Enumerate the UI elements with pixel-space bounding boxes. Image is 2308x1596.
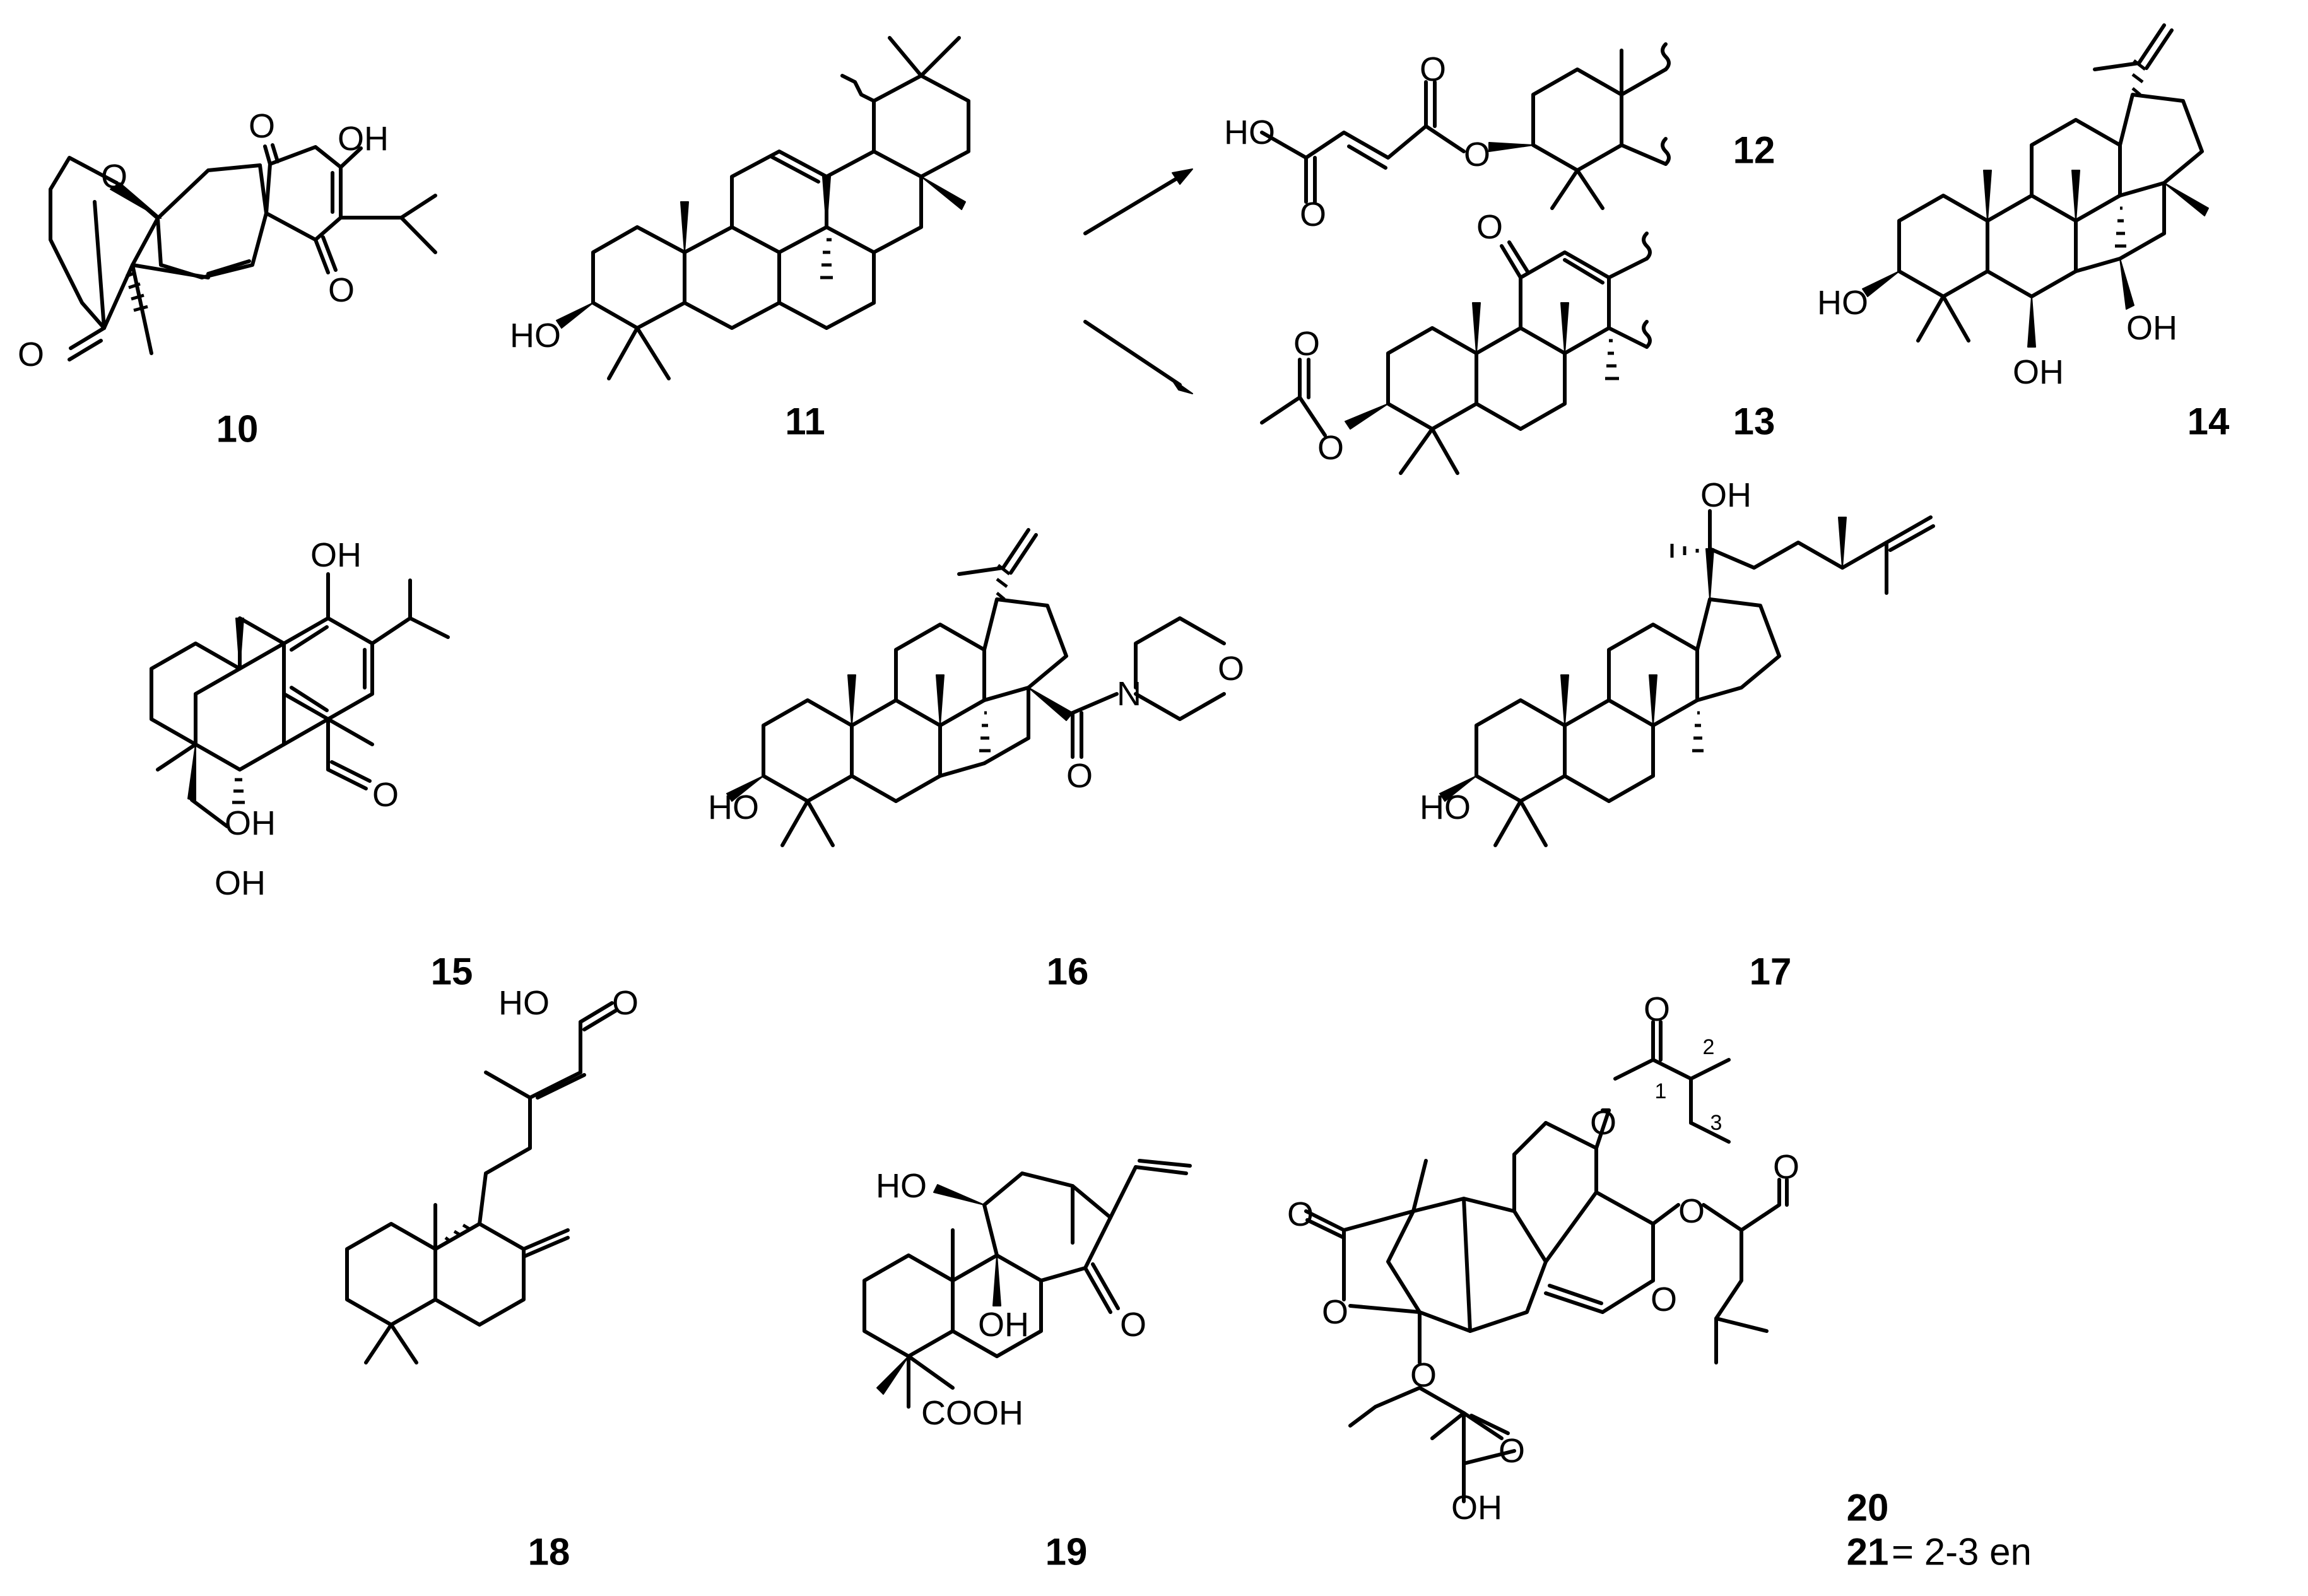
structure-15: OH O OH OH 15 [150,536,473,993]
atom-O: O [1293,325,1320,363]
compound-label-21: 21 [1847,1531,1889,1573]
compound-label-15: 15 [431,951,473,993]
atom-O: O [1476,208,1503,246]
structure-10: O O OH O O 10 [18,107,437,450]
atom-O: O [612,984,639,1022]
atom-OH: OH [225,804,276,842]
atom-OH: OH [310,536,362,574]
compound-label-19: 19 [1045,1531,1088,1573]
atom-N: N [1117,675,1141,713]
compound-label-18: 18 [528,1531,570,1573]
atom-O: O [1651,1281,1677,1318]
structure-16: HO O N O 16 [708,528,1244,993]
atom-OH: OH [215,864,266,902]
compound-label-17: 17 [1750,951,1792,993]
atom-O: O [1120,1306,1146,1344]
compound-label-14: 14 [2187,401,2230,443]
structure-12: HO O O O 12 [1224,42,1775,233]
atom-O: O [1678,1192,1705,1230]
atom-OH: OH [1451,1489,1502,1527]
atom-O: O [1420,50,1446,88]
structure-20: O O O O O O O O O OH 1 2 3 20 21 = 2-3 e… [1287,990,2032,1573]
atom-O: O [1322,1293,1348,1331]
locant-1: 1 [1655,1079,1667,1103]
atom-O: O [1410,1356,1437,1394]
atom-OH: OH [2126,309,2177,347]
atom-OH: OH [2013,353,2064,391]
locant-2: 2 [1703,1035,1715,1059]
structure-11: HO 11 [510,36,970,443]
atom-O: O [1464,136,1490,173]
structure-13: O O O 13 [1260,208,1775,475]
reaction-arrows [1083,168,1193,394]
atom-O: O [1066,757,1093,795]
structure-14: HO OH OH 14 [1817,23,2230,443]
atom-O: O [328,271,355,309]
atom-O: O [1287,1195,1314,1233]
atom-O: O [1498,1432,1525,1470]
atom-O: O [1590,1104,1616,1142]
atom-OH: OH [338,120,389,158]
structure-17: OH HO 17 [1420,476,1935,993]
locant-3: 3 [1710,1111,1722,1135]
atom-O: O [1773,1148,1799,1186]
atom-HO: HO [510,317,561,355]
atom-OH: OH [1700,476,1752,514]
atom-O: O [249,107,275,145]
compound-21-note: = 2-3 en [1892,1531,2032,1573]
atom-O: O [372,776,399,814]
compound-label-20: 20 [1847,1487,1889,1529]
structure-19: HO OH O COOH 19 [863,1159,1192,1573]
atom-O: O [1644,990,1670,1028]
atom-HO: HO [1817,284,1868,322]
atom-COOH: COOH [921,1394,1023,1432]
atom-O: O [1317,429,1344,467]
atom-HO: HO [498,984,550,1022]
compound-label-11: 11 [785,401,825,443]
atom-HO: HO [1224,114,1275,151]
atom-HO: HO [1420,789,1471,826]
compound-label-10: 10 [216,408,259,450]
structure-18: HO O 18 [345,984,639,1573]
atom-OH: OH [978,1306,1029,1344]
compound-label-16: 16 [1047,951,1089,993]
compound-label-12: 12 [1733,129,1775,172]
atom-O: O [1300,196,1326,233]
atom-O: O [101,158,127,196]
atom-HO: HO [708,789,759,826]
atom-HO: HO [876,1167,927,1205]
compound-label-13: 13 [1733,401,1775,443]
atom-O: O [1218,650,1244,688]
atom-O: O [18,336,44,373]
